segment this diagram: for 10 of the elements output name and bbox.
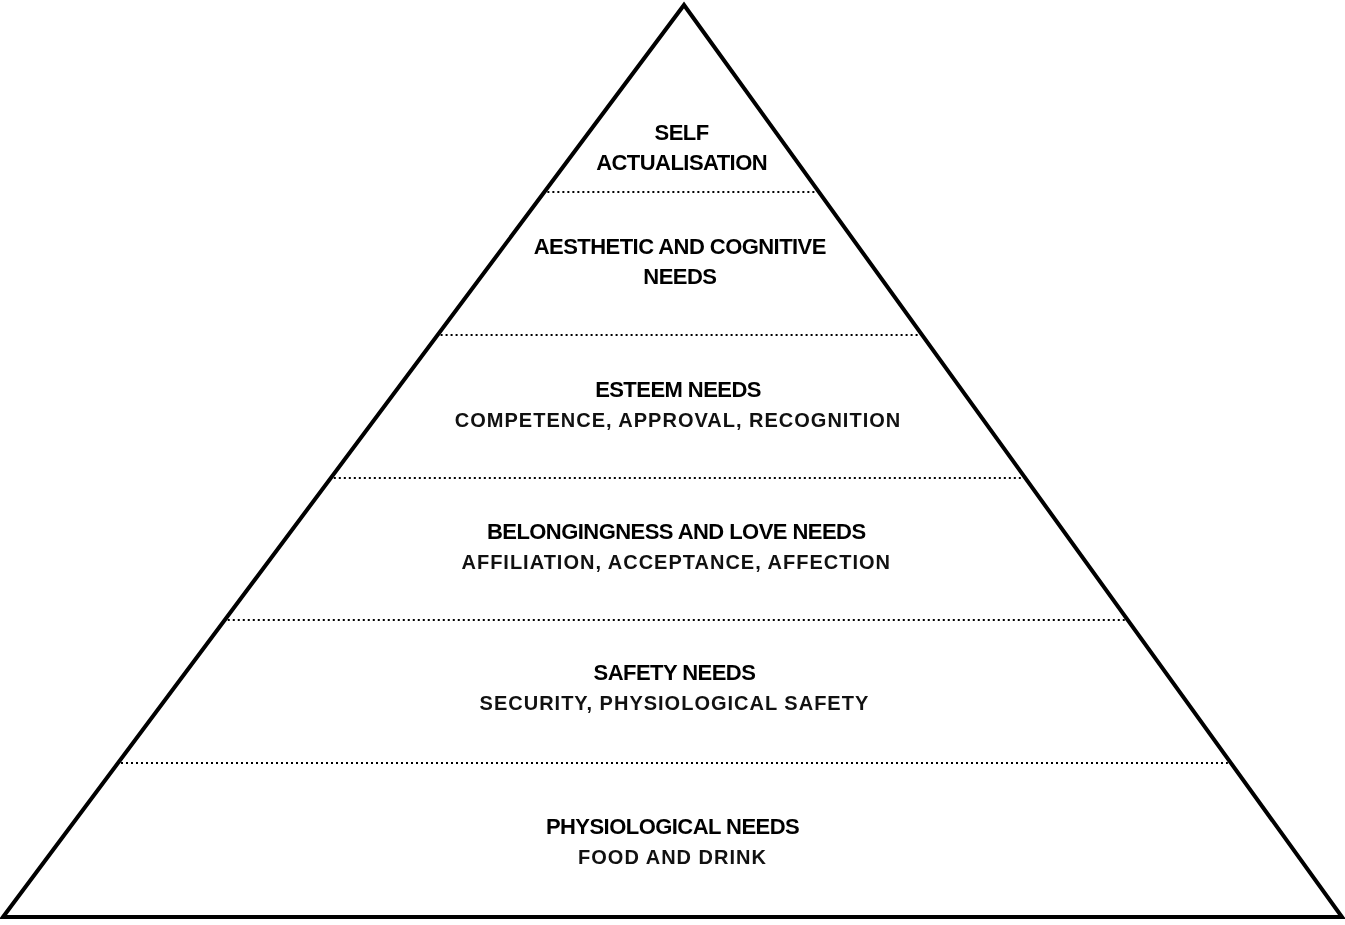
- tier-title: AESTHETIC AND COGNITIVE NEEDS: [532, 233, 827, 291]
- tier-title: SAFETY NEEDS: [593, 659, 756, 687]
- tier-description: FOOD AND DRINK: [578, 845, 767, 870]
- tier-title: BELONGINGNESS AND LOVE NEEDS: [486, 518, 866, 546]
- tier-title: PHYSIOLOGICAL NEEDS: [545, 813, 800, 841]
- tier-description: SECURITY, PHYSIOLOGICAL SAFETY: [479, 691, 870, 716]
- tier-description: COMPETENCE, APPROVAL, RECOGNITION: [454, 408, 902, 433]
- tier-description: AFFILIATION, ACCEPTANCE, AFFECTION: [461, 550, 891, 575]
- tier-title: SELF ACTUALISATION: [595, 119, 769, 177]
- tier-title: ESTEEM NEEDS: [595, 376, 761, 404]
